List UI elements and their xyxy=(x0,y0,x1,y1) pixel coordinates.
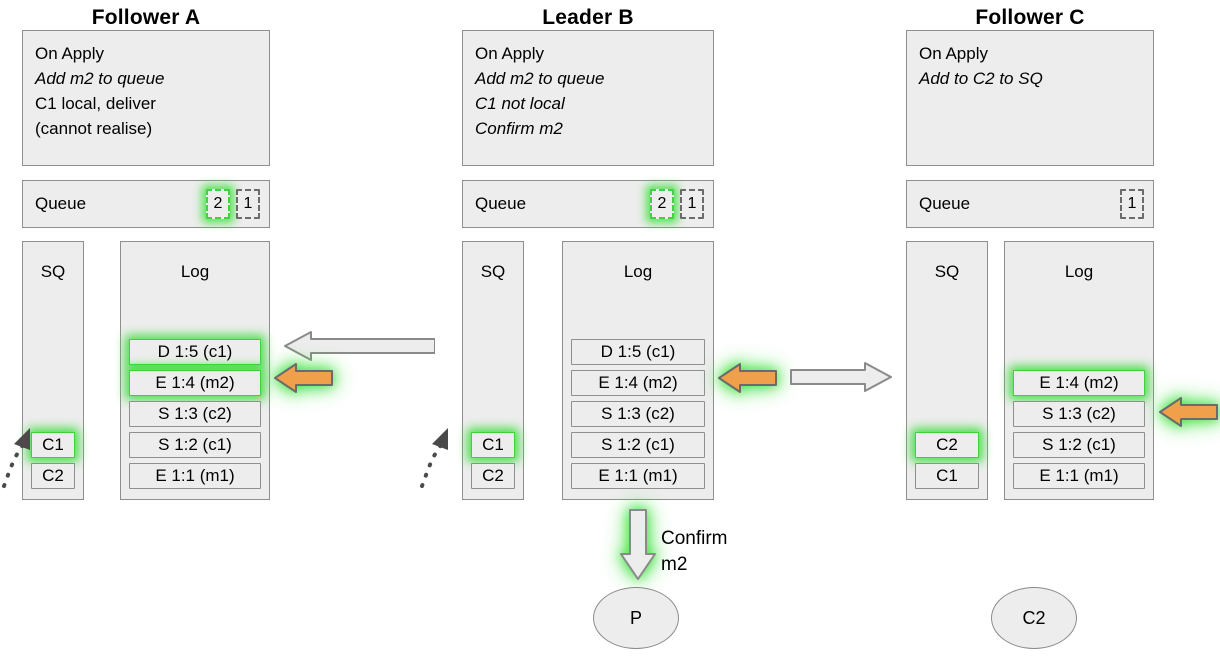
log-entry: E 1:4 (m2) xyxy=(571,370,705,396)
commit-pointer-arrow-leader-b xyxy=(716,362,778,394)
log-entry: S 1:3 (c2) xyxy=(571,401,705,427)
queue-slots: 2 1 xyxy=(650,189,704,219)
on-apply-line: C1 not local xyxy=(475,94,565,113)
queue-box-follower-a: Queue 2 1 xyxy=(22,180,270,228)
confirm-arrow-down xyxy=(618,508,658,582)
replication-arrow-b-to-a xyxy=(283,331,435,361)
column-title-follower-c: Follower C xyxy=(975,6,1085,29)
log-entry: D 1:5 (c1) xyxy=(129,339,261,365)
sq-cell-list: C2 C1 xyxy=(915,432,979,489)
log-panel-follower-c: Log E 1:4 (m2) S 1:3 (c2) S 1:2 (c1) E 1… xyxy=(1004,241,1154,500)
sq-header: SQ xyxy=(40,262,66,281)
on-apply-line: Add m2 to queue xyxy=(475,69,605,88)
log-entry: S 1:2 (c1) xyxy=(1013,432,1145,458)
log-entry: D 1:5 (c1) xyxy=(571,339,705,365)
column-title-follower-a: Follower A xyxy=(91,6,201,29)
on-apply-line: On Apply xyxy=(35,44,104,63)
sq-cell: C2 xyxy=(471,463,515,489)
on-apply-line: Confirm m2 xyxy=(475,119,563,138)
on-apply-line: On Apply xyxy=(475,44,544,63)
queue-slots: 1 xyxy=(1120,189,1144,219)
queue-slots: 2 1 xyxy=(206,189,260,219)
sq-cell-list: C1 C2 xyxy=(31,432,75,489)
replication-arrow-b-to-c xyxy=(789,362,893,392)
sq-cell: C1 xyxy=(31,432,75,458)
log-header: Log xyxy=(623,262,653,281)
log-header: Log xyxy=(180,262,210,281)
sq-panel-leader-b: SQ C1 C2 xyxy=(462,241,524,500)
on-apply-line: Add m2 to queue xyxy=(35,69,165,88)
queue-box-leader-b: Queue 2 1 xyxy=(462,180,714,228)
log-entry: E 1:4 (m2) xyxy=(1013,370,1145,396)
log-entry: E 1:1 (m1) xyxy=(571,463,705,489)
confirm-caption: Confirm m2 xyxy=(661,528,728,575)
sq-delivery-connector-leader-b xyxy=(418,418,460,490)
queue-label: Queue xyxy=(35,194,87,213)
on-apply-line: (cannot realise) xyxy=(35,119,153,138)
sq-cell-list: C1 C2 xyxy=(471,432,515,489)
log-entry: S 1:2 (c1) xyxy=(129,432,261,458)
queue-item: 1 xyxy=(236,189,260,219)
log-entry: E 1:4 (m2) xyxy=(129,370,261,396)
log-entry: S 1:3 (c2) xyxy=(129,401,261,427)
consumer-circle-c2: C2 xyxy=(991,587,1077,649)
on-apply-line: C1 local, deliver xyxy=(35,94,156,113)
sq-panel-follower-c: SQ C2 C1 xyxy=(906,241,988,500)
on-apply-box-follower-c: On Apply Add to C2 to SQ xyxy=(906,30,1154,166)
sq-header: SQ xyxy=(934,262,960,281)
queue-box-follower-c: Queue 1 xyxy=(906,180,1154,228)
queue-item: 1 xyxy=(1120,189,1144,219)
log-entry-list: D 1:5 (c1) E 1:4 (m2) S 1:3 (c2) S 1:2 (… xyxy=(129,339,261,489)
queue-label: Queue xyxy=(919,194,971,213)
queue-item: 1 xyxy=(680,189,704,219)
log-header: Log xyxy=(1064,262,1094,281)
commit-pointer-arrow-follower-a xyxy=(272,362,334,394)
sq-cell: C2 xyxy=(915,432,979,458)
on-apply-box-leader-b: On Apply Add m2 to queue C1 not local Co… xyxy=(462,30,714,166)
sq-cell: C1 xyxy=(915,463,979,489)
sq-cell: C1 xyxy=(471,432,515,458)
sq-panel-follower-a: SQ C1 C2 xyxy=(22,241,84,500)
queue-label: Queue xyxy=(475,194,527,213)
sq-delivery-connector-follower-a xyxy=(0,418,42,490)
log-entry: E 1:1 (m1) xyxy=(1013,463,1145,489)
sq-header: SQ xyxy=(480,262,506,281)
log-panel-leader-b: Log D 1:5 (c1) E 1:4 (m2) S 1:3 (c2) S 1… xyxy=(562,241,714,500)
log-entry-list: D 1:5 (c1) E 1:4 (m2) S 1:3 (c2) S 1:2 (… xyxy=(571,339,705,489)
log-entry: E 1:1 (m1) xyxy=(129,463,261,489)
on-apply-line: Add to C2 to SQ xyxy=(919,69,1043,88)
log-panel-follower-a: Log D 1:5 (c1) E 1:4 (m2) S 1:3 (c2) S 1… xyxy=(120,241,270,500)
producer-circle-p: P xyxy=(593,587,679,649)
log-entry: S 1:3 (c2) xyxy=(1013,401,1145,427)
queue-item: 2 xyxy=(650,189,674,219)
on-apply-box-follower-a: On Apply Add m2 to queue C1 local, deliv… xyxy=(22,30,270,166)
log-entry-list: E 1:4 (m2) S 1:3 (c2) S 1:2 (c1) E 1:1 (… xyxy=(1013,370,1145,489)
on-apply-line: On Apply xyxy=(919,44,988,63)
column-title-leader-b: Leader B xyxy=(542,6,634,29)
log-entry: S 1:2 (c1) xyxy=(571,432,705,458)
commit-pointer-arrow-follower-c xyxy=(1157,396,1219,428)
queue-item: 2 xyxy=(206,189,230,219)
sq-cell: C2 xyxy=(31,463,75,489)
